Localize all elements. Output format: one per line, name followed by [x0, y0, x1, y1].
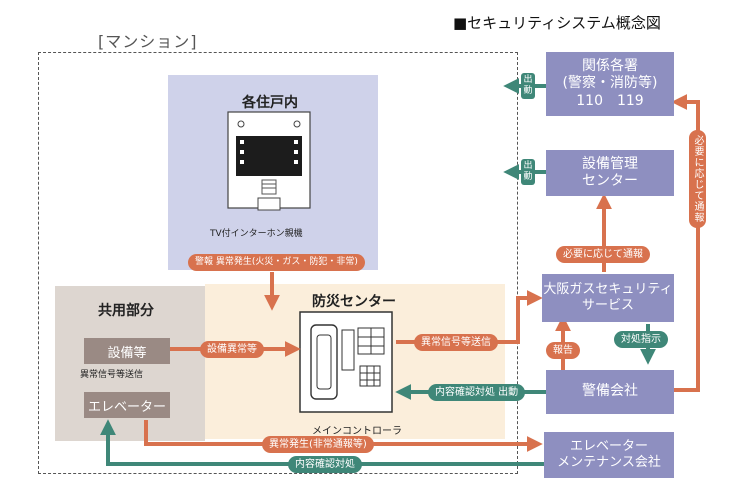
- report-as-needed-vertical-label: 必要に応じて通報: [689, 130, 706, 228]
- dispatch-tag-2: 出動: [521, 159, 535, 185]
- mansion-label: [マンション]: [98, 32, 198, 51]
- facility-center-box: 設備管理 センター: [546, 150, 674, 196]
- elevator-maintenance-box: エレベーター メンテナンス会社: [544, 432, 674, 478]
- intercom-device: [227, 111, 311, 211]
- center-title: 防災センター: [312, 294, 396, 310]
- main-controller-device: [299, 311, 393, 413]
- elevator-co-line2: メンテナンス会社: [557, 455, 661, 470]
- abnormal-signal-label: 異常信号等送信: [414, 334, 498, 351]
- unit-title: 各住戸内: [242, 95, 298, 111]
- report-as-needed-label: 必要に応じて通報: [556, 246, 650, 263]
- mansion-boundary: [38, 52, 518, 474]
- osaka-line2: サービス: [581, 298, 634, 313]
- elevator-co-line1: エレベーター: [569, 438, 648, 454]
- dispatch-tag-1: 出動: [521, 73, 535, 99]
- shared-title: 共用部分: [98, 303, 154, 319]
- authorities-box: 関係各署 (警察・消防等) 110 119: [546, 52, 674, 116]
- authorities-line1: 関係各署: [582, 57, 638, 74]
- intercom-label: TV付インターホン親機: [210, 229, 303, 239]
- controller-label: メインコントローラ: [312, 426, 402, 437]
- confirm-dispatch-label: 内容確認対処 出動: [428, 384, 526, 401]
- osaka-gas-security-box: 大阪ガスセキュリティ サービス: [542, 274, 674, 322]
- osaka-line1: 大阪ガスセキュリティ: [543, 281, 673, 297]
- report-label: 報告: [546, 342, 580, 359]
- diagram-title: ■セキュリティシステム概念図: [453, 14, 661, 32]
- guard-company-box: 警備会社: [546, 370, 674, 414]
- authorities-line3: 110 119: [576, 92, 644, 109]
- elevator-box: エレベーター: [84, 392, 170, 418]
- equipment-sub-label: 異常信号等送信: [80, 370, 144, 380]
- facility-line2: センター: [582, 173, 638, 189]
- authorities-line2: (警察・消防等): [562, 75, 658, 92]
- abnormal-emergency-label: 異常発生(非常通報等): [262, 436, 374, 453]
- response-instruction-label: 対処指示: [614, 331, 668, 348]
- confirm-response-label: 内容確認対処: [288, 456, 362, 473]
- facility-line1: 設備管理: [582, 155, 638, 172]
- equipment-abnormal-label: 設備異常等: [200, 341, 264, 358]
- equipment-box: 設備等: [84, 338, 170, 364]
- alarm-arrow-label: 警報 異常発生(火災・ガス・防犯・非常): [188, 254, 365, 271]
